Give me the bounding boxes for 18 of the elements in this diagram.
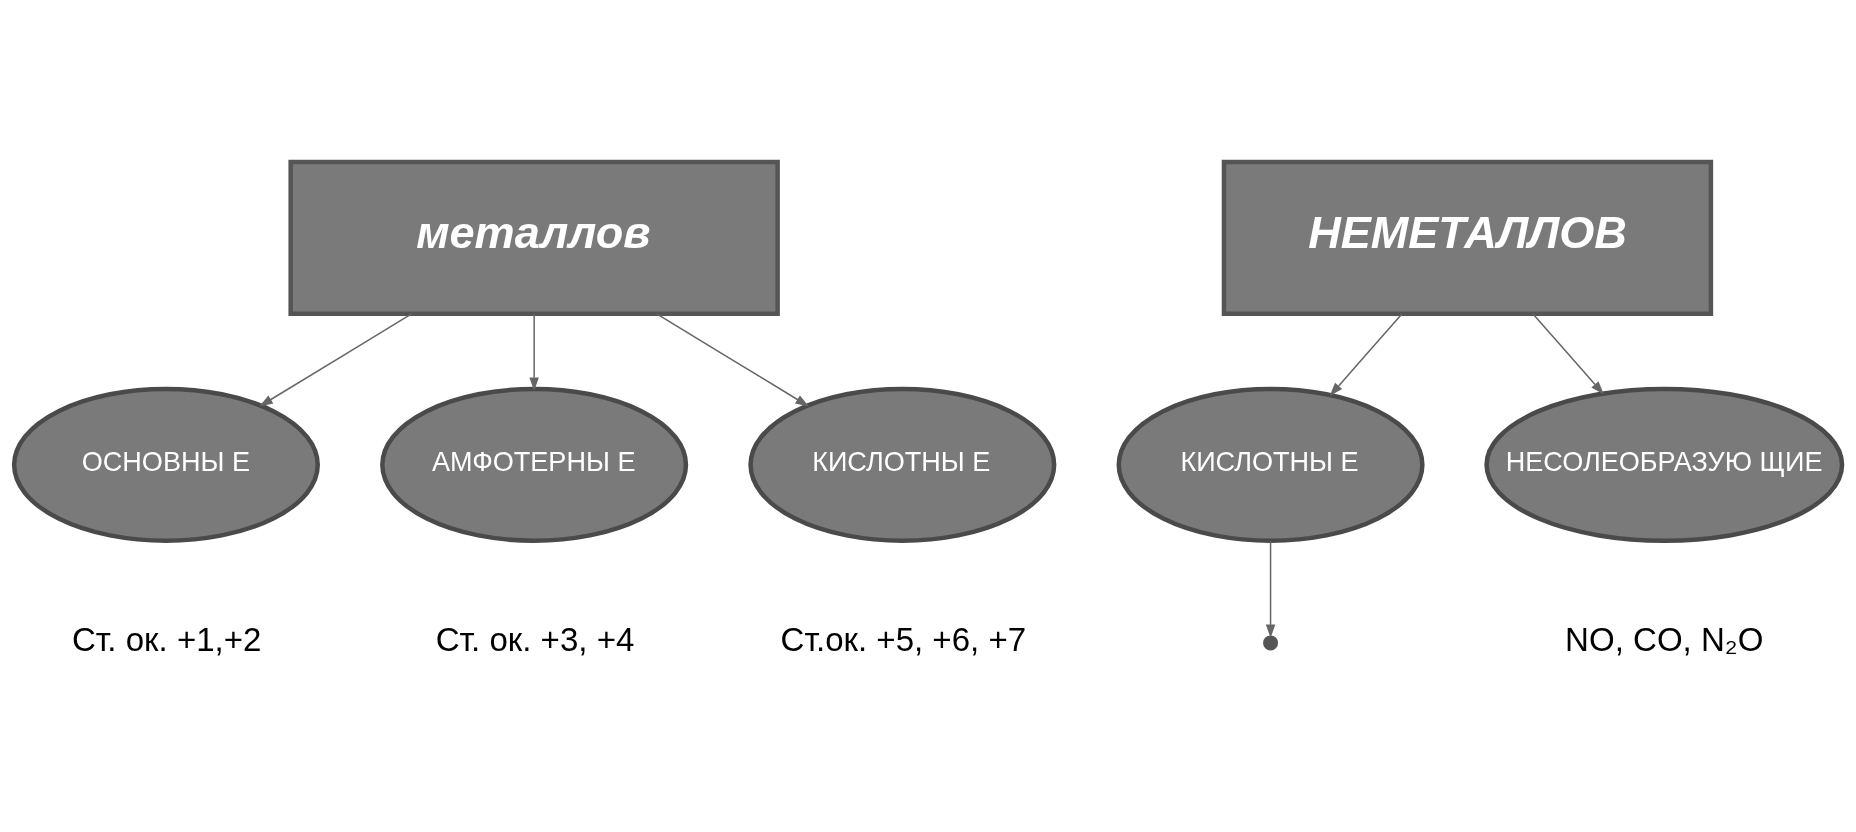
arrow — [656, 313, 809, 407]
arrow — [1329, 313, 1403, 397]
node-ellipse: НЕСОЛЕОБРАЗУЮ ЩИЕ — [1484, 386, 1845, 543]
node-ellipse: ОСНОВНЫ Е — [11, 386, 320, 543]
node-box: металлов — [288, 159, 780, 317]
node-label: Ст.ок. +5, +6, +7 — [780, 621, 1027, 659]
node-ellipse: КИСЛОТНЫ Е — [748, 386, 1057, 543]
arrow — [1265, 540, 1276, 639]
node-label: NO, CO, N₂O — [1565, 621, 1764, 659]
node-ellipse: АМФОТЕРНЫ Е — [380, 386, 689, 543]
node-box: НЕМЕТАЛЛОВ — [1221, 159, 1714, 317]
arrow — [259, 313, 413, 407]
node-circle — [1263, 635, 1279, 651]
node-label: Ст. ок. +1,+2 — [72, 621, 262, 659]
arrow — [1532, 313, 1604, 395]
node-ellipse: КИСЛОТНЫ Е — [1116, 386, 1425, 543]
arrow — [529, 313, 539, 391]
node-label: Ст. ок. +3, +4 — [435, 621, 635, 659]
